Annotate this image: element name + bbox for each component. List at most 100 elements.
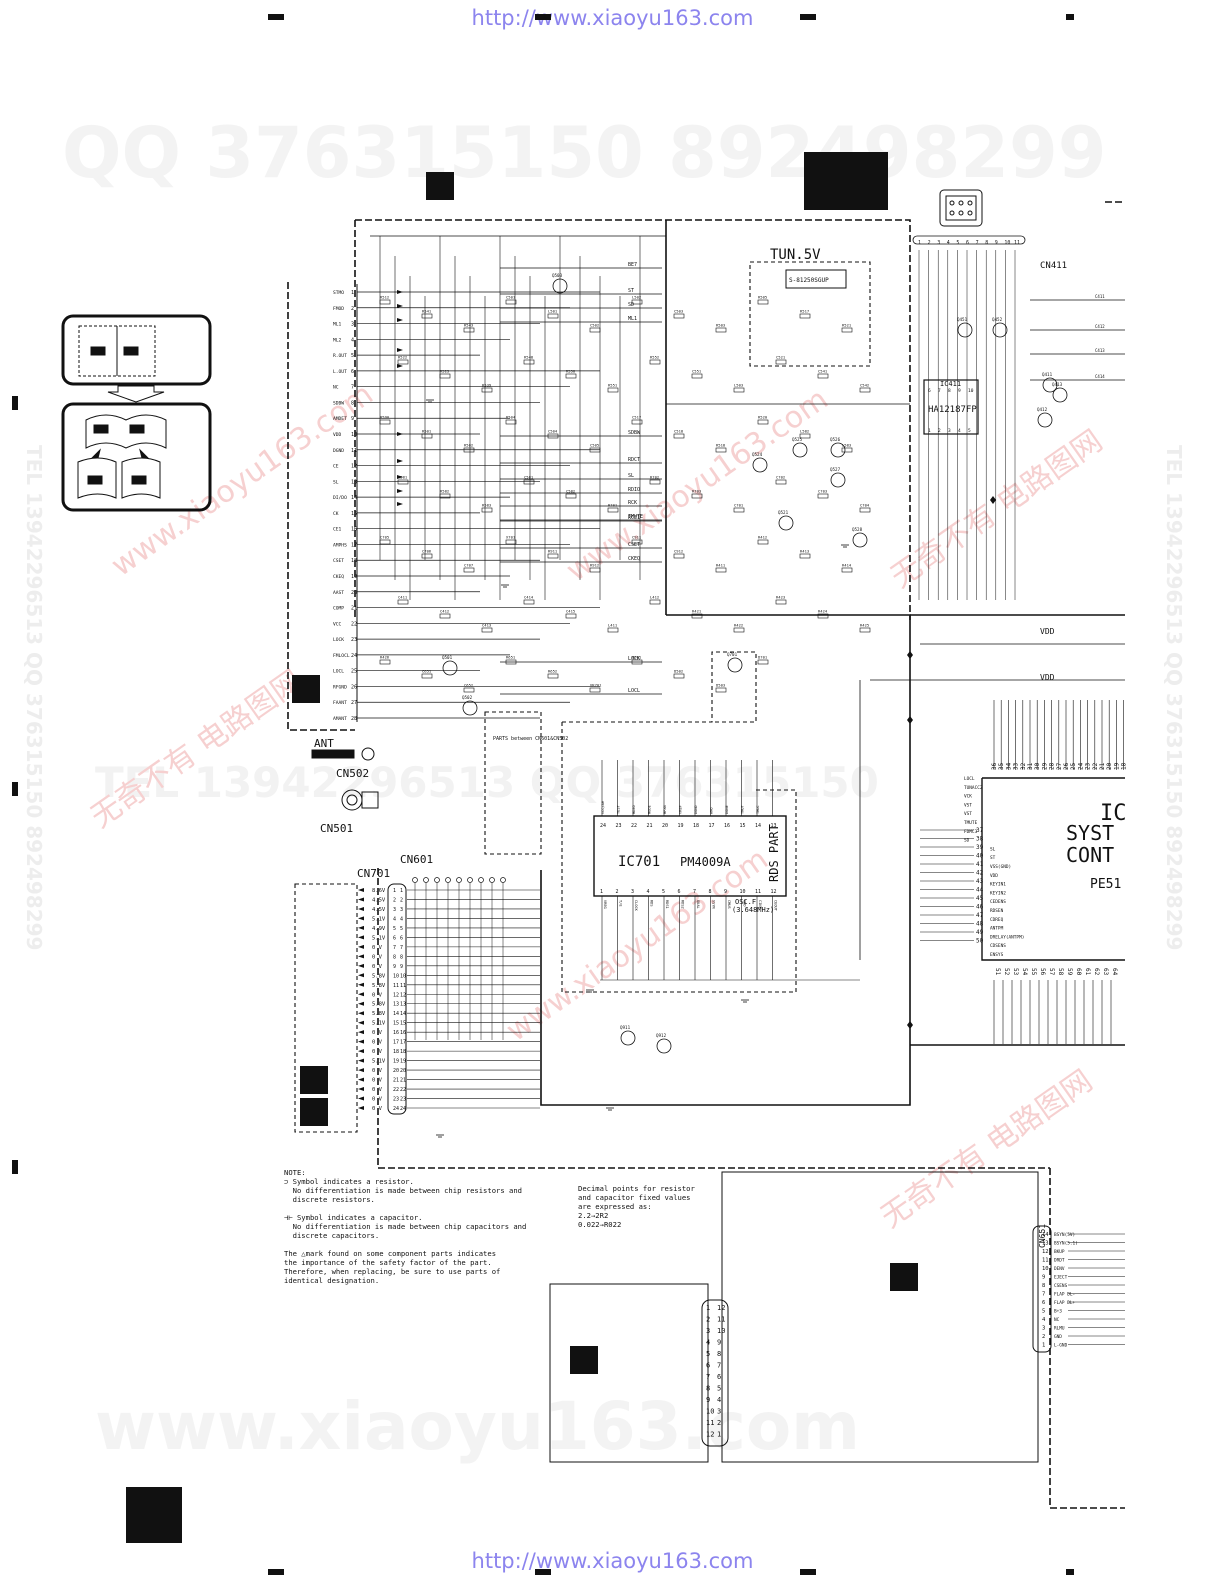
watermark-right-side: TEL 13942296513 QQ 376315150 892498299 <box>1162 445 1186 951</box>
cn411-pin: 5 <box>956 240 959 246</box>
ic701-bottom-label: CEOUT <box>774 900 778 912</box>
cn411-pin: 4 <box>947 240 950 246</box>
sys-ic-left-pin: 49 <box>976 929 984 936</box>
sys-ic-top-pin: 26 <box>1063 762 1070 770</box>
cn701-voltage: 0 V <box>372 1106 383 1112</box>
component-ref: L583 <box>842 443 851 448</box>
component-ref: R539 <box>482 383 492 388</box>
cn701-pin-number: 24 <box>393 1106 399 1112</box>
board-outline-solid <box>540 220 1125 1106</box>
cn701-arrow <box>358 906 364 911</box>
transistor-ref: Q502 <box>462 695 473 700</box>
component-ref: R503 <box>716 323 725 328</box>
cn601-pin-number: 3 <box>400 907 403 913</box>
cn601-pin-number: 17 <box>400 1040 406 1046</box>
component-ref: C541 <box>818 369 828 374</box>
component-ref: L503 <box>734 383 743 388</box>
cn701-pin-number: 1 <box>393 888 396 894</box>
component-ref: D503 <box>716 683 725 688</box>
signal-arrow <box>397 318 403 322</box>
cn701-arrow <box>358 1039 364 1044</box>
transistor-symbol <box>1052 387 1068 403</box>
sys-ic-top-pin: 25 <box>1070 762 1077 770</box>
tuner-pin-number: 2 <box>351 306 354 312</box>
cn411-cap-ref: C414 <box>1095 374 1105 379</box>
ic411-pin: 7 <box>938 388 941 394</box>
cn601-pin-number: 1 <box>400 888 403 894</box>
sys-ic-top-pin: 31 <box>1027 762 1034 770</box>
component-glyph <box>463 687 475 693</box>
cn701-voltage: 4.9V <box>372 926 386 932</box>
ic701-top-pin: 24 <box>600 823 606 829</box>
tuner-pin-label: DI/DO <box>333 495 347 501</box>
signal-arrow <box>397 364 403 368</box>
sys-ic-top-pin: 34 <box>1005 762 1012 770</box>
ant-connector <box>311 747 379 811</box>
transistor-symbol <box>957 322 973 338</box>
cn651-pin: 4 <box>1042 1317 1046 1323</box>
tuner-pin-number: 13 <box>351 479 357 485</box>
sys-ic-top-pin: 28 <box>1049 762 1056 770</box>
component-glyph <box>757 659 769 665</box>
bottom-connector-left-pin: 6 <box>706 1362 710 1370</box>
header-url[interactable]: http://www.xiaoyu163.com <box>471 6 754 30</box>
transistor-ref: Q412 <box>1037 407 1048 412</box>
sys-ic-pin-label: SD <box>964 838 970 844</box>
component-glyph <box>589 567 601 573</box>
bottom-connector-left-pin: 11 <box>706 1419 714 1427</box>
sys-ic-left-pin: 43 <box>976 878 984 885</box>
component-glyph <box>565 613 577 619</box>
cn411-connector <box>912 235 1026 245</box>
locator-icon <box>61 314 212 512</box>
tuner-pin-number: 24 <box>351 653 357 659</box>
cn651-pin: 2 <box>1042 1334 1045 1340</box>
cn601-pin-number: 13 <box>400 1002 406 1008</box>
sys-ic-left-pin: 40 <box>976 853 984 860</box>
component-ref: C414 <box>524 595 534 600</box>
sys-ic-pin-label: VDD <box>990 873 998 879</box>
ic701-bottom-label: CLOCK <box>634 900 638 912</box>
ic701-bottom-pin: 4 <box>647 889 650 895</box>
cn701-voltage: 5.1V <box>372 916 386 922</box>
cn651-pin-label: DENV <box>1054 1266 1065 1272</box>
bottom-connector-left-pin: 12 <box>706 1431 714 1439</box>
cn651-pin: 8 <box>1042 1283 1045 1289</box>
cn651-pin-label: BKUP <box>1054 1249 1065 1255</box>
bottom-connector-right-pin: 1 <box>717 1431 721 1439</box>
cn701-voltage: 0 V <box>372 945 383 951</box>
component-ref: R423 <box>776 595 785 600</box>
ic701-body <box>593 815 787 897</box>
component-glyph <box>565 493 577 499</box>
tuner-pin-number: 20 <box>351 590 357 596</box>
component-ref: R520 <box>758 415 768 420</box>
component-ref: R551 <box>608 383 618 388</box>
tuner-pin-number: 15 <box>351 511 357 517</box>
cn701-pin-number: 22 <box>393 1087 399 1093</box>
component-ref: R421 <box>692 609 702 614</box>
ic701-bottom-pin: 11 <box>755 889 761 895</box>
ic701-bottom-pin: 10 <box>740 889 746 895</box>
cn651-pin-label: FLAP DL- <box>1054 1292 1075 1298</box>
footer-url[interactable]: http://www.xiaoyu163.com <box>471 1549 754 1573</box>
tuner-pin-label: NC <box>333 385 339 391</box>
sys-ic-left-pin: 41 <box>976 861 984 868</box>
ic701-top-label: DGND <box>694 805 698 814</box>
cn701-arrow <box>358 1030 364 1035</box>
ic701-top-pin: 16 <box>724 823 730 829</box>
tuner-pin-number: 8 <box>351 400 354 406</box>
tuner-pin-label: RFGND <box>333 684 347 690</box>
cn701-arrow <box>358 954 364 959</box>
component-glyph <box>397 479 409 485</box>
cn651-pin-label: FLAP DL+ <box>1054 1300 1076 1306</box>
component-glyph <box>691 613 703 619</box>
cn701-voltage: 5.8V <box>372 973 386 979</box>
component-glyph <box>715 567 727 573</box>
cn601-pin-number: 24 <box>400 1106 406 1112</box>
transistor-ref: Q452 <box>992 317 1003 322</box>
transistor-ref: Q528 <box>852 527 863 532</box>
transistor-ref: Q525 <box>792 437 803 442</box>
ic701-bottom-label: T/E <box>619 900 623 907</box>
bottom-connector-right-pin: 3 <box>717 1408 721 1416</box>
component-glyph <box>421 433 433 439</box>
component-ref: C911 <box>632 535 642 540</box>
